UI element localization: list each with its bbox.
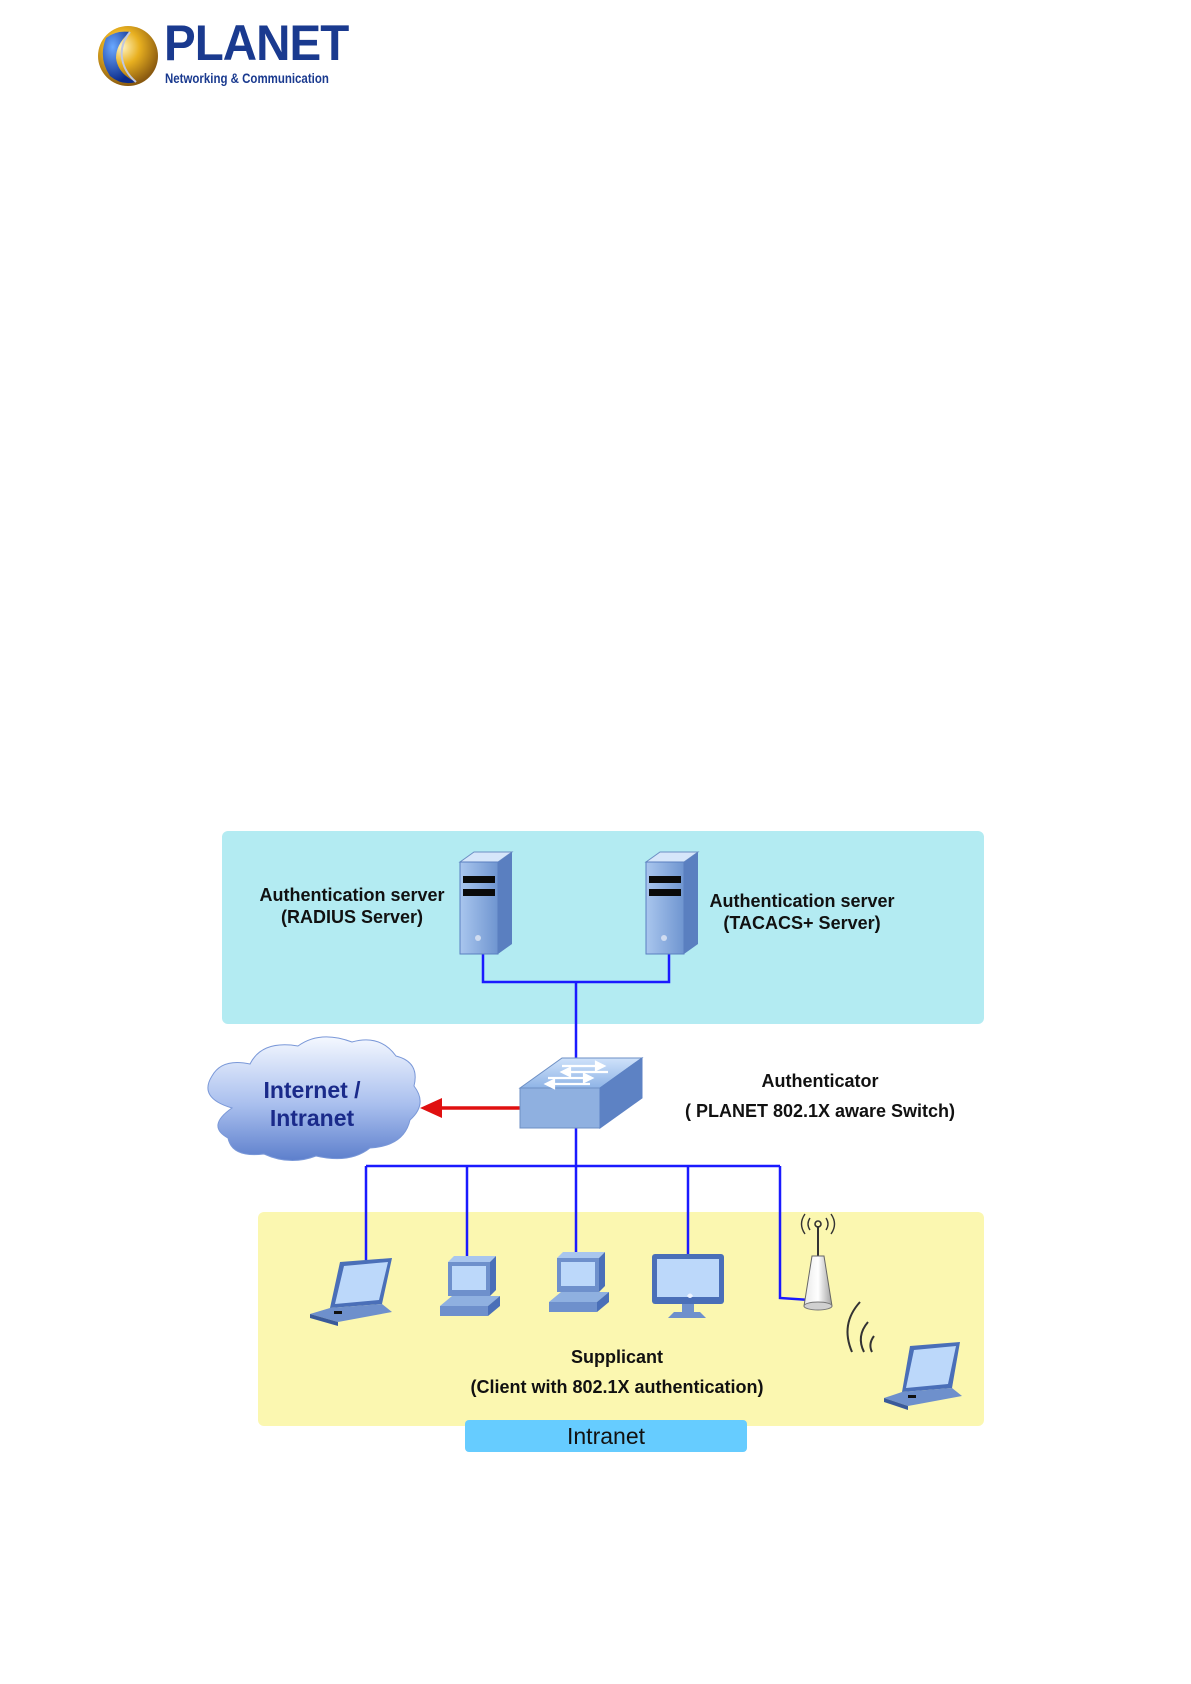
intranet-zone-label: Intranet [465, 1420, 747, 1452]
radius-server-title: Authentication server [252, 884, 452, 906]
tacacs-server-subtitle: (TACACS+ Server) [702, 912, 902, 934]
desktop-computer-icon [440, 1256, 500, 1316]
tacacs-server-title: Authentication server [702, 890, 902, 912]
uplink-arrow [420, 1098, 520, 1118]
radius-server-label: Authentication server (RADIUS Server) [252, 884, 452, 928]
switch-icon [520, 1058, 642, 1128]
tacacs-server-icon [646, 852, 698, 954]
radius-server-subtitle: (RADIUS Server) [252, 906, 452, 928]
radius-server-icon [460, 852, 512, 954]
supplicant-title: Supplicant [452, 1342, 782, 1372]
supplicant-subtitle: (Client with 802.1X authentication) [452, 1372, 782, 1402]
supplicant-label: Supplicant (Client with 802.1X authentic… [452, 1342, 782, 1402]
authenticator-title: Authenticator [670, 1066, 970, 1096]
tacacs-server-label: Authentication server (TACACS+ Server) [702, 890, 902, 934]
authenticator-subtitle: ( PLANET 802.1X aware Switch) [670, 1096, 970, 1126]
authenticator-label: Authenticator ( PLANET 802.1X aware Swit… [670, 1066, 970, 1126]
cloud-label: Internet / Intranet [232, 1076, 392, 1132]
cloud-label-line2: Intranet [232, 1104, 392, 1132]
cloud-label-line1: Internet / [232, 1076, 392, 1104]
desktop-computer-icon [549, 1252, 609, 1312]
